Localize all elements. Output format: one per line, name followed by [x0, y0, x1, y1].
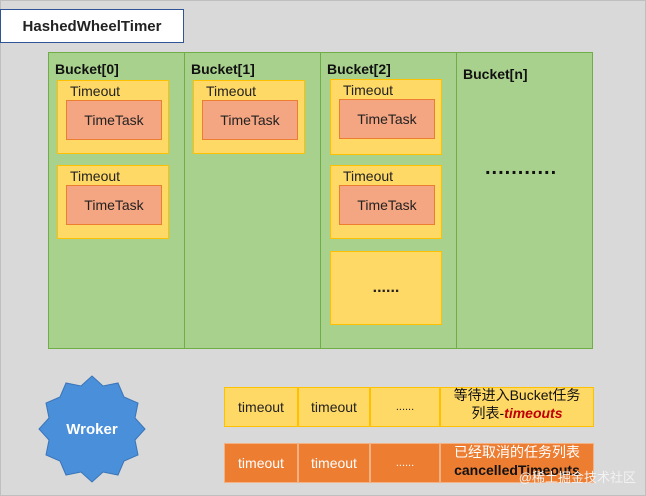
timeout-label: Timeout — [70, 83, 121, 99]
timeout-box: Timeout TimeTask — [330, 79, 442, 155]
timetask-box: TimeTask — [66, 100, 162, 140]
bucket-0: Bucket[0] Timeout TimeTask Timeout TimeT… — [48, 52, 185, 349]
timetask-box: TimeTask — [202, 100, 298, 140]
worker-badge-icon — [38, 375, 146, 483]
timeout-box: Timeout TimeTask — [57, 80, 169, 154]
timeouts-desc-line2: 列表-timeouts — [440, 404, 594, 422]
cancelled-cell: timeout — [224, 443, 298, 483]
timeout-box: Timeout TimeTask — [57, 165, 169, 239]
cancelled-timeouts-queue: timeout timeout ...... — [224, 443, 594, 483]
timeout-label: Timeout — [343, 168, 394, 184]
timeout-label: Timeout — [206, 83, 257, 99]
timeout-label: Timeout — [343, 82, 394, 98]
bucket-1: Bucket[1] Timeout TimeTask — [184, 52, 321, 349]
queue-cell: ...... — [370, 387, 440, 427]
bucket-0-label: Bucket[0] — [55, 61, 119, 77]
cancelled-desc-bg — [440, 443, 594, 483]
timetask-box: TimeTask — [66, 185, 162, 225]
timeouts-desc-prefix: 列表- — [471, 405, 505, 421]
worker-label: Wroker — [66, 420, 118, 438]
more-timeouts-box: ...... — [330, 251, 442, 325]
queue-cell: timeout — [298, 387, 370, 427]
cancelled-cell: timeout — [298, 443, 370, 483]
timeout-box: Timeout TimeTask — [330, 165, 442, 239]
timeouts-desc-line1: 等待进入Bucket任务 — [453, 387, 581, 403]
wheel-buckets: Bucket[0] Timeout TimeTask Timeout TimeT… — [48, 52, 593, 349]
queue-desc-bg — [440, 387, 594, 427]
bucket-n-label: Bucket[n] — [463, 66, 528, 82]
diagram-title: HashedWheelTimer — [0, 9, 184, 43]
timeout-box: Timeout TimeTask — [193, 80, 305, 154]
cancelled-desc-line1: 已经取消的任务列表 — [454, 444, 580, 460]
more-buckets-ellipsis: ........... — [485, 157, 558, 179]
cancelled-cell: ...... — [370, 443, 440, 483]
bucket-1-label: Bucket[1] — [191, 61, 255, 77]
bucket-2-label: Bucket[2] — [327, 61, 391, 77]
watermark: @稀土掘金技术社区 — [518, 470, 636, 485]
cancelled-description: 已经取消的任务列表 cancelledTimeouts — [440, 443, 594, 479]
timeouts-description: 等待进入Bucket任务 列表-timeouts — [440, 386, 594, 422]
bucket-n: Bucket[n] ........... — [456, 52, 593, 349]
timeout-label: Timeout — [70, 168, 121, 184]
cancelled-desc-line2: cancelledTimeouts — [454, 462, 580, 478]
bucket-2: Bucket[2] Timeout TimeTask Timeout TimeT… — [320, 52, 457, 349]
timeouts-desc-em: timeouts — [504, 405, 563, 421]
queue-cell: timeout — [224, 387, 298, 427]
timeouts-queue: timeout timeout ...... — [224, 387, 594, 427]
timetask-box: TimeTask — [339, 185, 435, 225]
timetask-box: TimeTask — [339, 99, 435, 139]
